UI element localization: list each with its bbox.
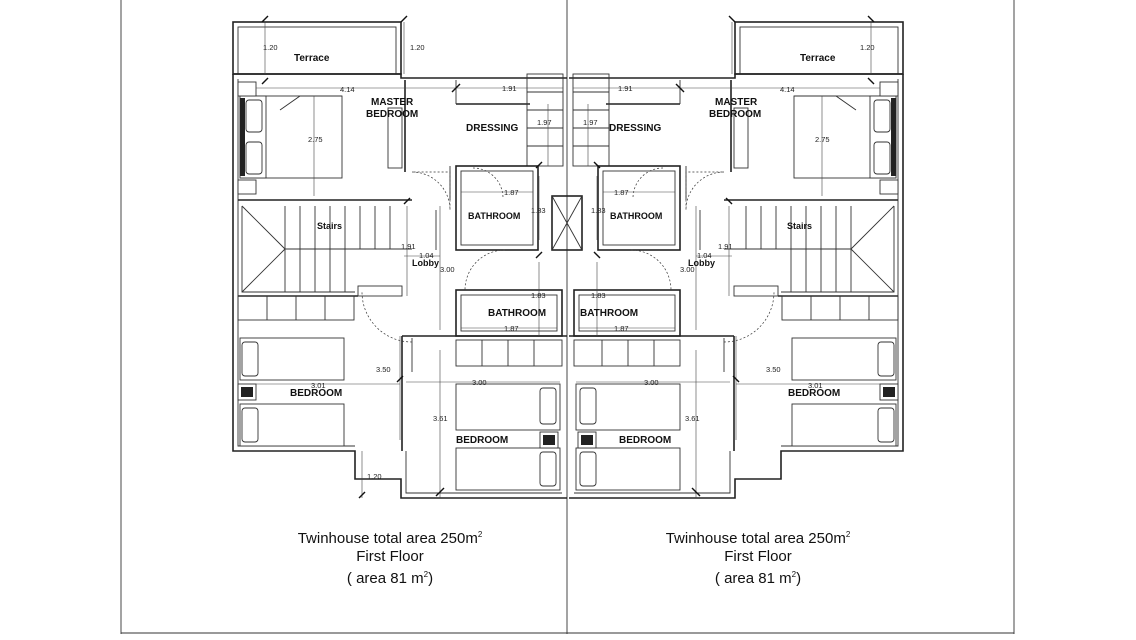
door-bath-top: [472, 167, 504, 199]
terrace-inner: [237, 26, 397, 75]
dimension-label: 3.00: [644, 378, 659, 387]
dimension-lines: [242, 15, 563, 499]
door-bedroom-left: [361, 291, 413, 343]
terrace-outline: [232, 21, 402, 75]
master-bed: [237, 81, 343, 195]
dimension-label: 3.01: [311, 381, 326, 390]
bedroom-lower-beds: [455, 383, 561, 491]
bathroom-upper-walls: [455, 165, 539, 251]
dimension-label: 1.97: [537, 118, 552, 127]
caption-floor: First Floor: [724, 548, 792, 565]
caption-right: Twinhouse total area 250m2 First Floor (…: [608, 526, 908, 588]
room-label-bedroom: BEDROOM: [788, 388, 840, 399]
room-label-bathroom: BATHROOM: [488, 308, 546, 319]
dressing-stairwell: [526, 73, 564, 167]
dimension-label: 3.00: [440, 265, 455, 274]
dimension-label: 3.61: [433, 414, 448, 423]
dimension-label: 1.83: [591, 206, 606, 215]
room-label-terrace: Terrace: [800, 53, 836, 64]
room-label-lobby: Lobby: [412, 258, 439, 268]
dimension-label: 1.91: [718, 242, 733, 251]
lower-wall-inner: [405, 451, 562, 494]
dimension-label: 1.87: [614, 324, 629, 333]
caption-title: Twinhouse total area 250m2: [297, 530, 483, 547]
dimension-label: 3.50: [766, 365, 781, 374]
room-label-stairs: Stairs: [317, 221, 342, 231]
dimension-label: 1.91: [618, 84, 633, 93]
room-label-dressing: DRESSING: [466, 123, 518, 134]
room-label-bathroom: BATHROOM: [580, 308, 638, 319]
upper-wall: [233, 73, 567, 79]
caption-floor: First Floor: [356, 548, 424, 565]
dimension-label: 1.04: [697, 251, 712, 260]
dimension-label: 3.01: [808, 381, 823, 390]
labels-right: Terrace MASTER BEDROOM DRESSING BATHROOM…: [580, 43, 875, 446]
dimension-label: 1.20: [263, 43, 278, 52]
room-label-dressing: DRESSING: [609, 123, 661, 134]
room-label-master: MASTER: [715, 97, 758, 108]
room-label-master: MASTER: [371, 97, 414, 108]
dimension-label: 1.04: [419, 251, 434, 260]
room-label-master: BEDROOM: [709, 109, 761, 120]
dimension-label: 4.14: [340, 85, 355, 94]
room-label-bathroom: BATHROOM: [468, 211, 520, 221]
dimension-label: 2.75: [308, 135, 323, 144]
dimension-label: 1.20: [367, 472, 382, 481]
dimension-label: 1.83: [531, 291, 546, 300]
dimension-label: 1.87: [614, 188, 629, 197]
caption-area: ( area 81 m2): [346, 570, 434, 587]
room-label-stairs: Stairs: [787, 221, 812, 231]
dimension-label: 3.61: [685, 414, 700, 423]
wardrobe-bedroom-lower: [455, 339, 563, 367]
dimension-label: 1.20: [410, 43, 425, 52]
room-label-bathroom: BATHROOM: [610, 211, 662, 221]
dimension-label: 2.75: [815, 135, 830, 144]
bathroom-upper-inner: [460, 170, 534, 246]
service-shaft: [551, 195, 583, 251]
room-label-bedroom: BEDROOM: [456, 435, 508, 446]
bedroom-left-beds: [237, 337, 345, 447]
dimension-label: 1.83: [591, 291, 606, 300]
unit-right: [569, 15, 904, 499]
unit-left: [232, 15, 583, 499]
outer-wall: [232, 74, 567, 499]
door-bath-upper: [464, 249, 506, 291]
labels-left: Terrace MASTER BEDROOM DRESSING BATHROOM…: [263, 43, 552, 481]
dimension-label: 3.50: [376, 365, 391, 374]
wardrobe-master: [387, 107, 403, 169]
room-label-lobby: Lobby: [688, 258, 715, 268]
dimension-label: 1.97: [583, 118, 598, 127]
caption-left: Twinhouse total area 250m2 First Floor (…: [240, 526, 540, 588]
caption-area: ( area 81 m2): [714, 570, 802, 587]
room-label-bedroom: BEDROOM: [290, 388, 342, 399]
stairs-left: [241, 205, 412, 297]
room-label-terrace: Terrace: [294, 53, 330, 64]
room-label-master: BEDROOM: [366, 109, 418, 120]
dimension-label: 3.00: [472, 378, 487, 387]
room-label-bedroom: BEDROOM: [619, 435, 671, 446]
shaft-cross: [551, 195, 583, 251]
caption-title: Twinhouse total area 250m2: [665, 530, 851, 547]
dimension-label: 3.00: [680, 265, 695, 274]
dimension-label: 1.91: [502, 84, 517, 93]
dimension-label: 1.20: [860, 43, 875, 52]
dimension-label: 1.87: [504, 324, 519, 333]
dimension-label: 1.91: [401, 242, 416, 251]
dimension-label: 1.83: [531, 206, 546, 215]
dimension-label: 4.14: [780, 85, 795, 94]
bathroom-lower-inner: [460, 294, 558, 332]
door-master: [411, 171, 451, 211]
dimension-label: 1.87: [504, 188, 519, 197]
